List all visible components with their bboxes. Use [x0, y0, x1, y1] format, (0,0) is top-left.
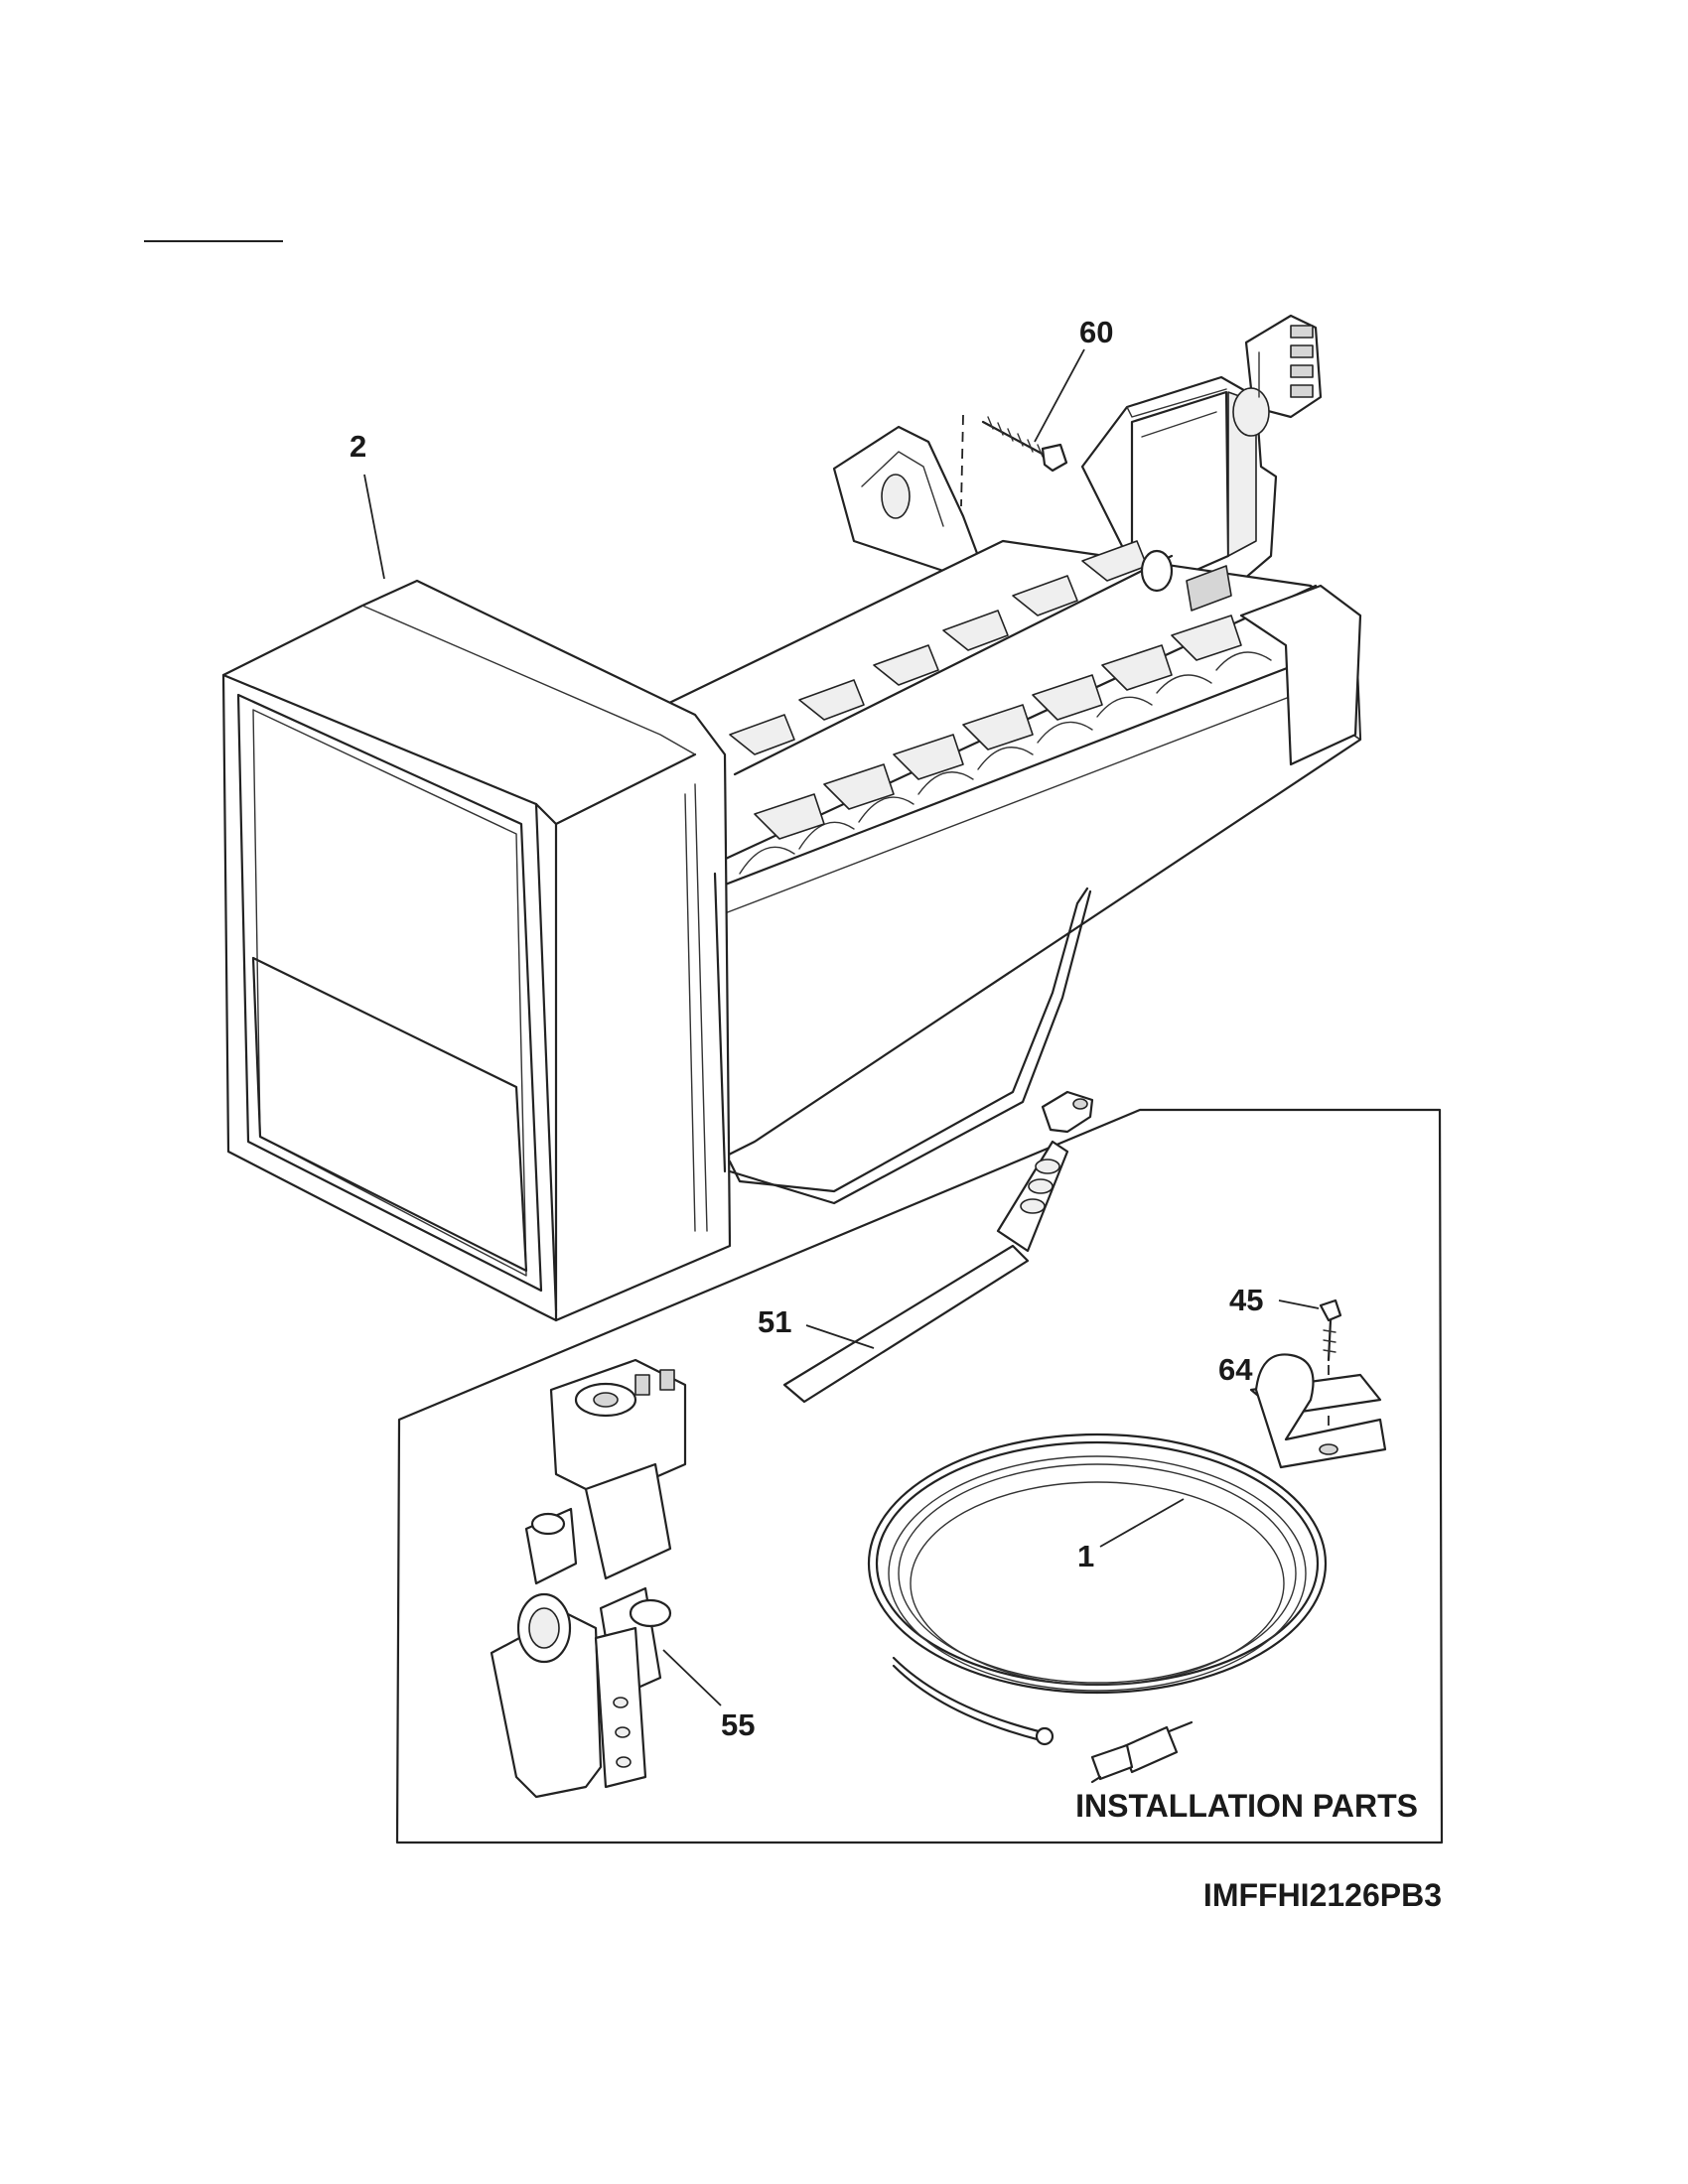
water-tube-coil — [867, 1433, 1328, 1784]
callout-60: 60 — [1079, 315, 1113, 349]
leader-55 — [662, 1649, 722, 1706]
leader-2 — [363, 474, 385, 580]
callout-55: 55 — [721, 1707, 755, 1742]
tube-clamp — [1249, 1353, 1387, 1469]
ice-maker-assembly — [221, 314, 1362, 1322]
fill-tube — [782, 1090, 1094, 1404]
drawing-id: IMFFHI2126PB3 — [1203, 1877, 1442, 1913]
leader-45 — [1278, 1299, 1320, 1309]
installation-parts-label: INSTALLATION PARTS — [1075, 1788, 1418, 1824]
leader-51 — [805, 1324, 875, 1349]
leader-1 — [1099, 1498, 1185, 1548]
screw-axis-line — [960, 414, 964, 507]
callout-1: 1 — [1077, 1539, 1094, 1573]
leader-60 — [1034, 348, 1085, 443]
callout-64: 64 — [1218, 1352, 1253, 1387]
water-valve — [490, 1358, 687, 1799]
clamp-screw — [1319, 1298, 1342, 1362]
mounting-screw — [981, 416, 1068, 473]
callout-2: 2 — [350, 429, 366, 464]
installation-parts-box — [395, 1108, 1444, 1844]
callout-45: 45 — [1229, 1283, 1263, 1317]
callout-51: 51 — [758, 1304, 791, 1339]
